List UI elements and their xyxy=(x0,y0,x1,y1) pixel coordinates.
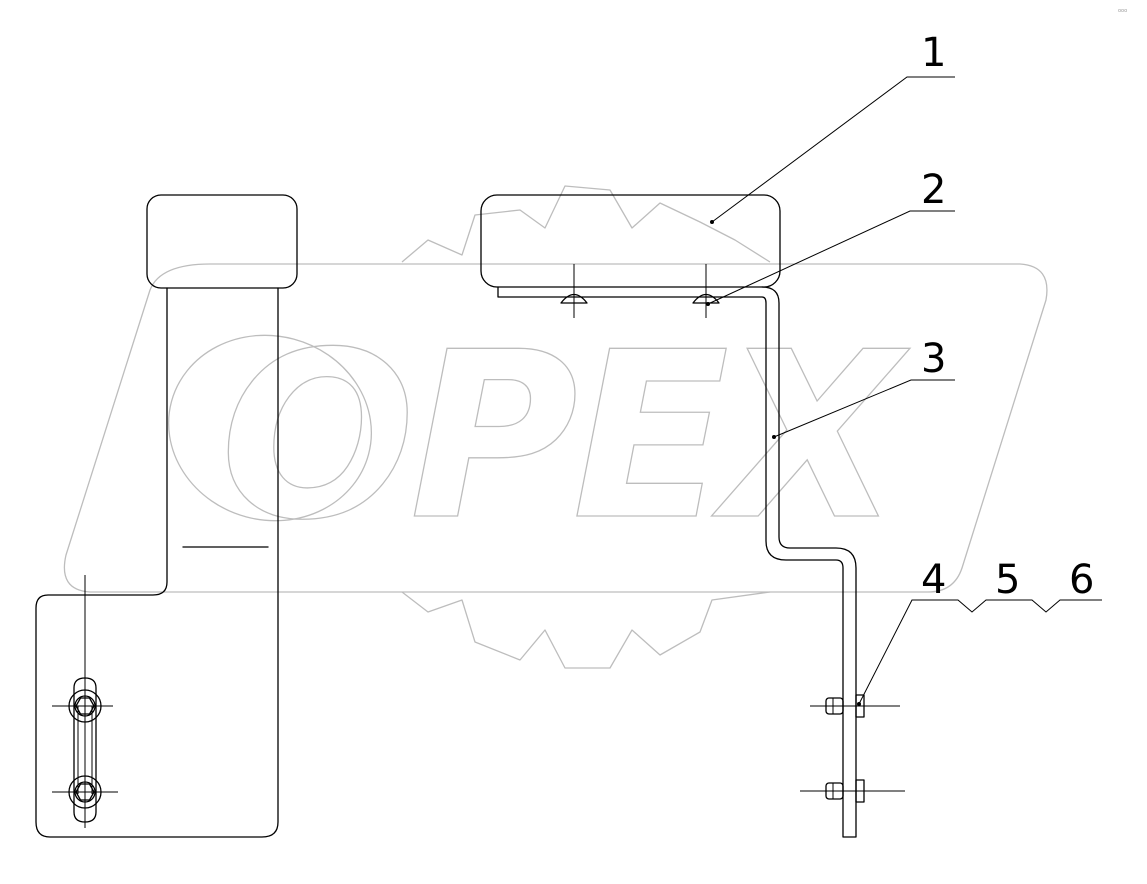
part-2-screw-left xyxy=(560,264,588,318)
callout-4-5-6: 4 5 6 xyxy=(857,557,1102,706)
left-tank-cap xyxy=(146,194,298,289)
part-2-screw-right xyxy=(692,264,720,318)
part-4-bolt-lower xyxy=(800,779,905,803)
left-bolt-upper xyxy=(52,689,113,723)
callout-1: 1 xyxy=(710,30,955,224)
watermark-badge xyxy=(63,263,1048,593)
callout-6-label: 6 xyxy=(1069,557,1094,603)
left-slot-clamp xyxy=(73,677,97,823)
callout-1-label: 1 xyxy=(921,30,946,76)
callouts: 1 2 3 4 5 6 xyxy=(706,30,1102,706)
corner-mark: ooo xyxy=(1118,8,1127,14)
right-bracket-assembly xyxy=(480,194,905,838)
part-4-bolt-upper xyxy=(810,694,900,718)
callout-3: 3 xyxy=(772,336,955,439)
left-tank-body xyxy=(35,287,279,838)
watermark-ring xyxy=(167,334,373,522)
callout-4-label: 4 xyxy=(921,557,946,603)
part-1-tank xyxy=(480,194,781,288)
watermark: OPEX xyxy=(63,185,1048,669)
watermark-gear xyxy=(401,185,771,669)
callout-5-label: 5 xyxy=(995,557,1020,603)
left-bracket-assembly xyxy=(35,194,298,838)
callout-3-label: 3 xyxy=(921,336,946,382)
watermark-text: OPEX xyxy=(220,304,910,571)
callout-2: 2 xyxy=(706,167,955,306)
left-bolt-lower xyxy=(52,775,118,809)
callout-2-label: 2 xyxy=(921,167,946,213)
